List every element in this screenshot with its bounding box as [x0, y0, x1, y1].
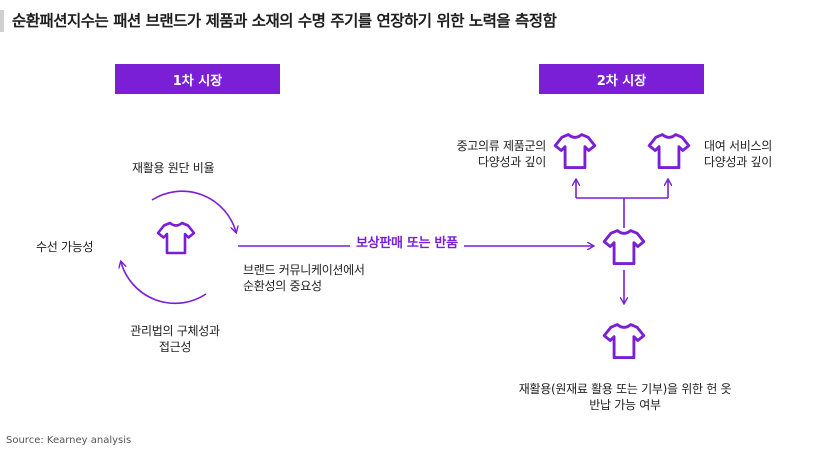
cycle-label-bottom: 관리법의 구체성과 접근성 [110, 323, 240, 355]
title-accent-bar [0, 10, 4, 32]
tshirt-icon-secondary-bottom [602, 323, 646, 360]
flow-label: 보상판매 또는 반품 [350, 232, 464, 251]
cycle-arc-lower [121, 262, 207, 305]
secondary-label-left-line1: 중고의류 제품군의 [456, 139, 547, 153]
primary-market-label: 1차 시장 [172, 73, 223, 89]
secondary-label-bottom-line1: 재활용(원재료 활용 또는 기부)을 위한 헌 옷 [518, 382, 732, 396]
cycle-label-right: 브랜드 커뮤니케이션에서 순환성의 중요성 [243, 262, 365, 294]
cycle-arc-upper [151, 190, 236, 232]
secondary-label-right-line1: 대여 서비스의 [704, 139, 772, 153]
secondary-label-left-line2: 다양성과 깊이 [478, 155, 546, 169]
tshirt-icon-secondary-center [602, 229, 646, 266]
cycle-label-top: 재활용 원단 비율 [132, 161, 215, 175]
secondary-label-bottom-line2: 반납 가능 여부 [589, 398, 661, 412]
cycle-label-right-line1: 브랜드 커뮤니케이션에서 [243, 263, 365, 277]
cycle-label-bottom-line2: 접근성 [158, 340, 192, 354]
secondary-label-right: 대여 서비스의 다양성과 깊이 [704, 138, 772, 170]
secondary-label-right-line2: 다양성과 깊이 [704, 155, 772, 169]
secondary-label-bottom: 재활용(원재료 활용 또는 기부)을 위한 헌 옷 반납 가능 여부 [480, 381, 770, 413]
cycle-label-left: 수선 가능성 [36, 240, 94, 254]
page-title: 순환패션지수는 패션 브랜드가 제품과 소재의 수명 주기를 연장하기 위한 노… [12, 12, 557, 30]
cycle-label-right-line2: 순환성의 중요성 [243, 279, 322, 293]
source-note: Source: Kearney analysis [6, 435, 132, 446]
primary-market-header: 1차 시장 [115, 64, 280, 94]
tshirt-icon-secondary-left [553, 133, 597, 170]
tshirt-icon-secondary-right [647, 133, 691, 170]
secondary-market-header: 2차 시장 [539, 64, 704, 94]
tshirt-icon-primary [156, 221, 196, 255]
secondary-label-left: 중고의류 제품군의 다양성과 깊이 [424, 138, 547, 170]
secondary-market-label: 2차 시장 [596, 73, 647, 89]
cycle-label-bottom-line1: 관리법의 구체성과 [130, 324, 220, 338]
